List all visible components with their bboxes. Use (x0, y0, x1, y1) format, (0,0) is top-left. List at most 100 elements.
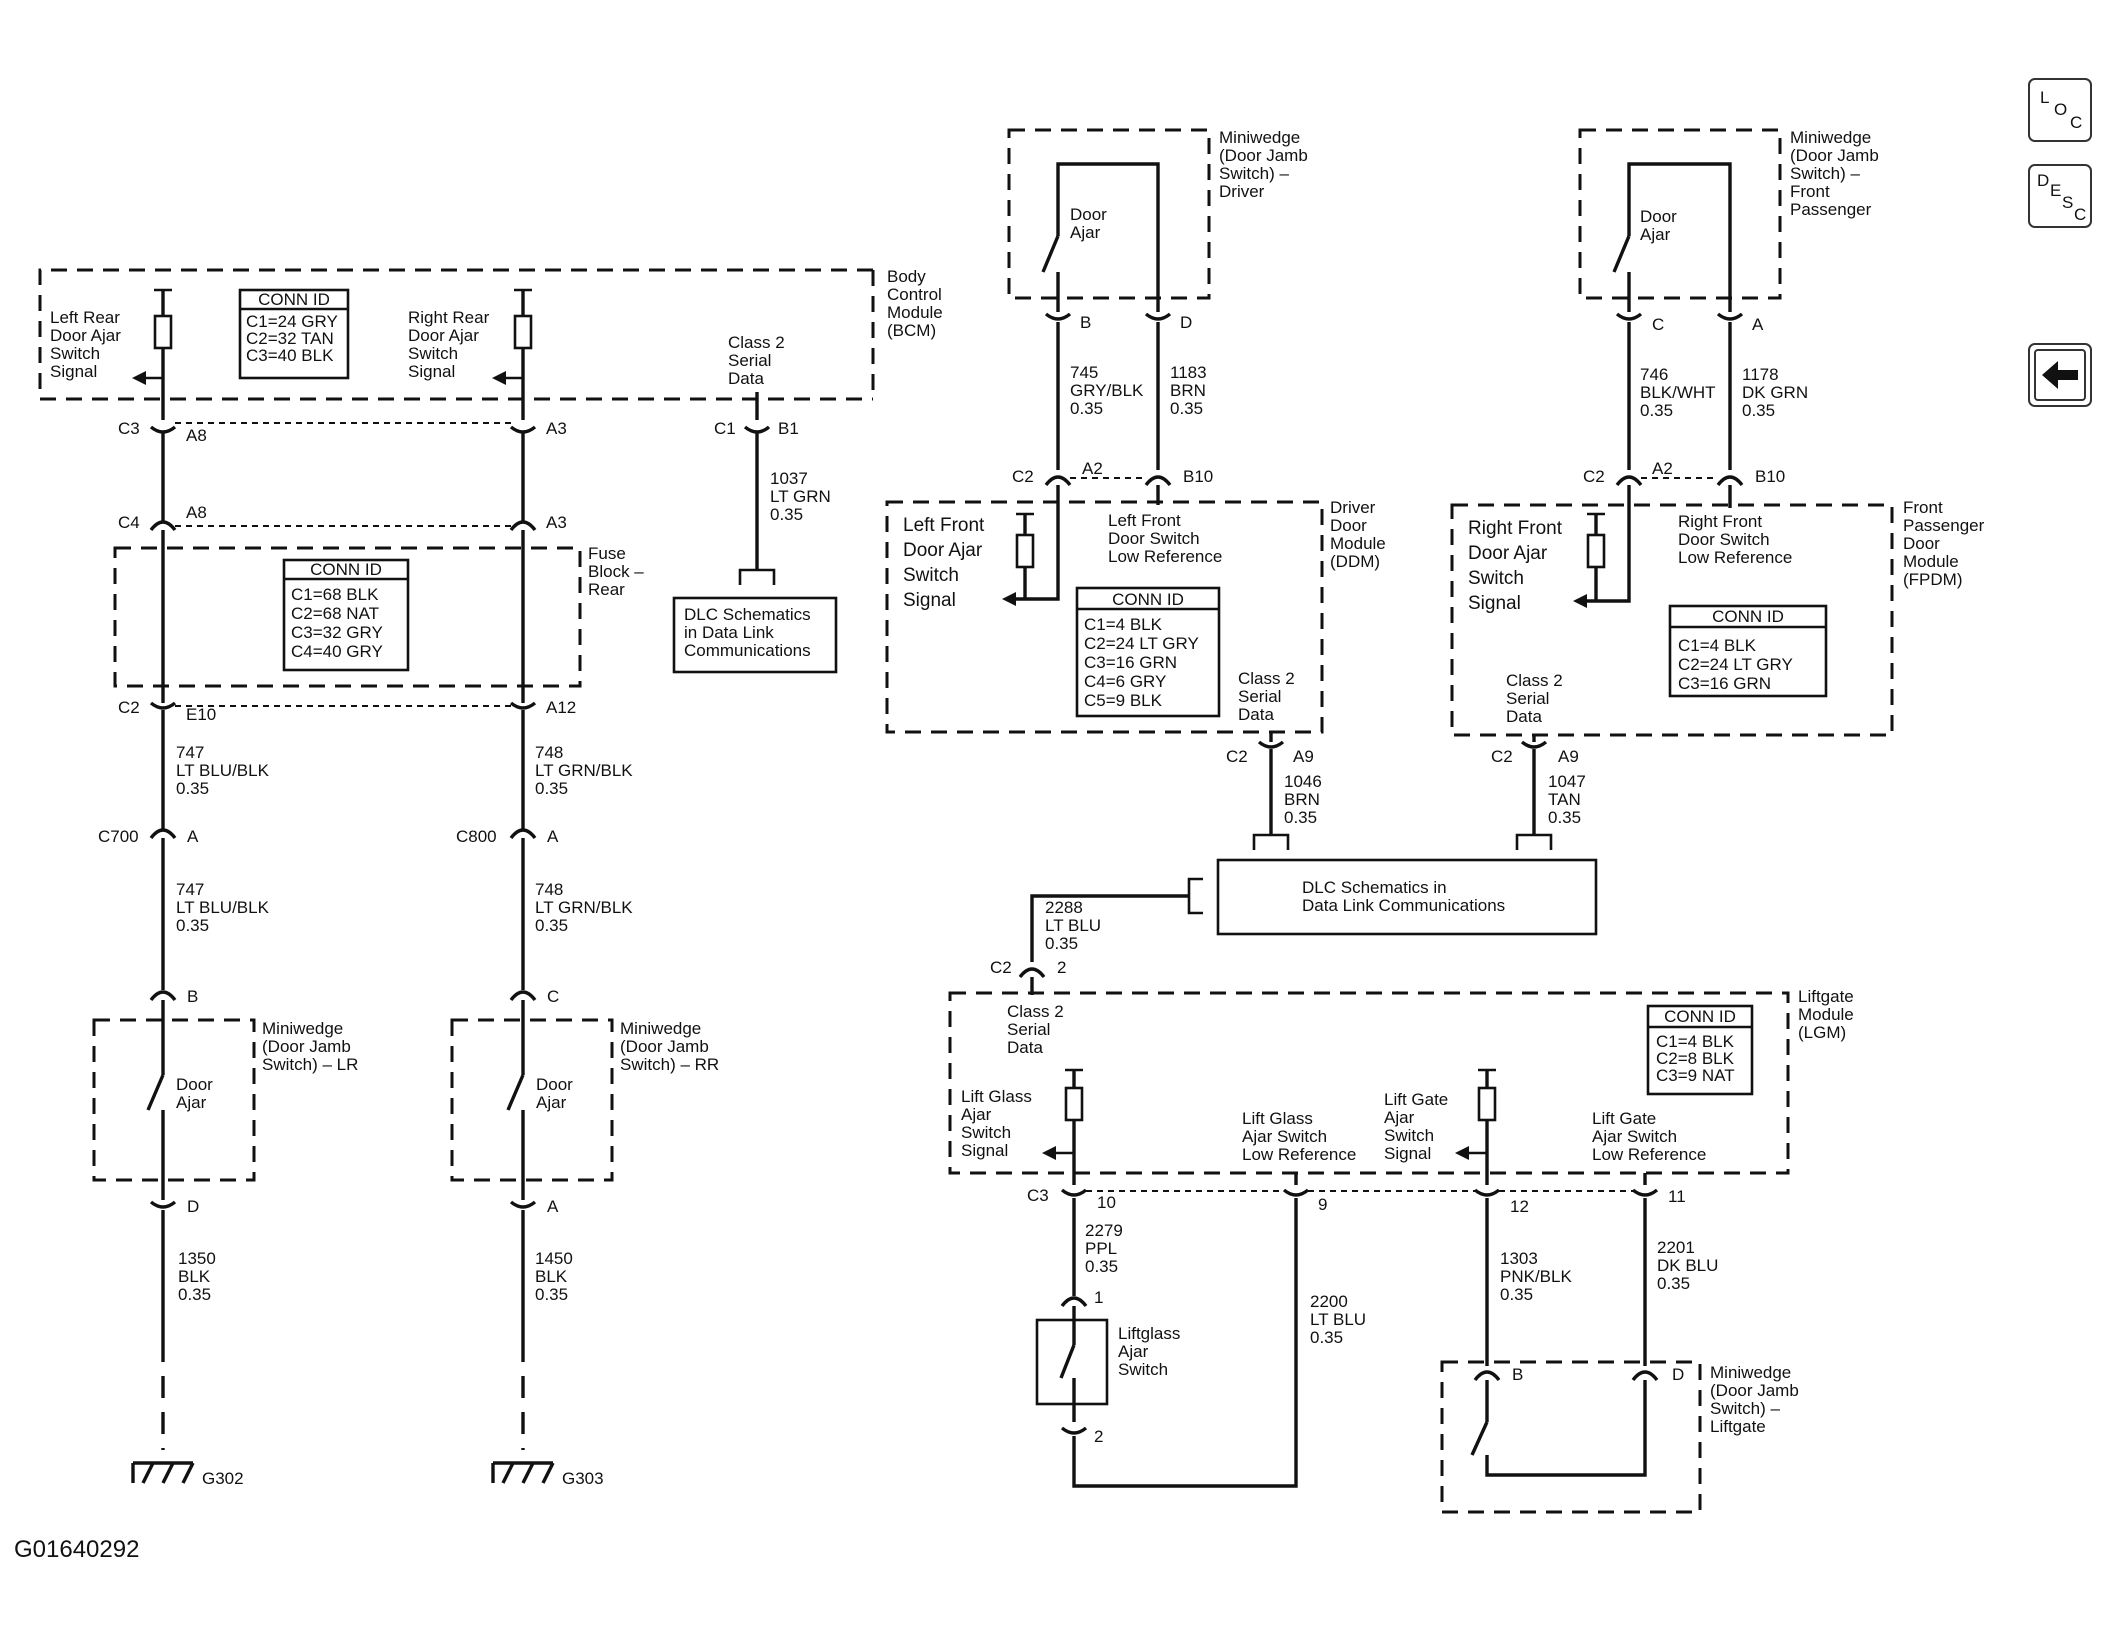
pin-lr-c4: C4 (118, 513, 140, 532)
ddm-module-outline (885, 500, 1324, 734)
bcm-conn-header: CONN ID (258, 290, 330, 309)
pin-fp-c2b: C2 (1491, 747, 1513, 766)
desc-letter-e: E (2050, 181, 2062, 200)
lgm-conn-header: CONN ID (1664, 1007, 1736, 1026)
bcm-left-pullup (132, 288, 173, 420)
pin-ddm-b: B (1080, 313, 1091, 332)
miniwedge-lr-outline (92, 1018, 256, 1182)
lgm-liftglass-pullup (1042, 1068, 1084, 1185)
back-arrow-icon (2042, 361, 2078, 389)
loc-letter-o: O (2054, 100, 2068, 119)
lgm-liftgate-pullup (1455, 1068, 1497, 1185)
back-arrow-frame (2034, 349, 2086, 401)
pin-fp-a9: A9 (1558, 747, 1579, 766)
ground-g302-icon (131, 1461, 195, 1484)
connector-lr-c3 (149, 425, 177, 434)
ground-g302: G302 (202, 1469, 244, 1488)
desc-letter-c: C (2074, 205, 2087, 224)
desc-button[interactable]: D E S C (2028, 164, 2092, 228)
pin-ddm-b10: B10 (1183, 467, 1213, 486)
bcm-module-outline (38, 268, 873, 401)
pin-lr-c3: C3 (118, 419, 140, 438)
miniwedge-fp-outline (1578, 128, 1782, 300)
pin-lr-d: D (187, 1197, 199, 1216)
dlc-box-2 (1216, 858, 1598, 936)
door-ajar-switch-rr (506, 1000, 525, 1200)
pin-rr-c: C (547, 987, 559, 1006)
pin-lr-a8b: A8 (186, 503, 207, 522)
desc-letter-s: S (2062, 193, 2074, 212)
pin-dlc-b1: B1 (778, 419, 799, 438)
ground-g303: G303 (562, 1469, 604, 1488)
bcm-right-pullup (492, 288, 533, 420)
liftglass-switch-body (1035, 1318, 1109, 1406)
ground-g303-icon (491, 1461, 555, 1484)
pin-fp-a: A (1752, 315, 1764, 334)
miniwedge-driver-outline (1007, 128, 1211, 300)
pin-lg-2: 2 (1094, 1427, 1103, 1446)
pin-ddm-c2b: C2 (1226, 747, 1248, 766)
desc-letter-d: D (2037, 171, 2050, 190)
pin-lr-c700: C700 (98, 827, 139, 846)
fuse-block-outline (113, 546, 582, 688)
dlc-box-1 (672, 596, 838, 674)
pin-lgd-b: B (1512, 1365, 1523, 1384)
pin-lr-e10: E10 (186, 705, 216, 724)
miniwedge-lg-outline (1440, 1360, 1702, 1514)
pin-fp-a2: A2 (1652, 459, 1673, 478)
pin-ddm-a9: A9 (1293, 747, 1314, 766)
pin-lgm-c3: C3 (1027, 1186, 1049, 1205)
pin-lr-b: B (187, 987, 198, 1006)
pin-lgd-d: D (1672, 1365, 1684, 1384)
ddm-pullup (1002, 485, 1060, 606)
pin-lr-a8a: A8 (186, 426, 207, 445)
pin-ddm-a2: A2 (1082, 459, 1103, 478)
figure-id: G01640292 (14, 1536, 140, 1563)
pin-ddm-c2: C2 (1012, 467, 1034, 486)
pin-lgm-9: 9 (1318, 1195, 1327, 1214)
loc-button[interactable]: L O C (2028, 78, 2092, 142)
loc-letter-l: L (2040, 88, 2050, 107)
pin-rr-a3a: A3 (546, 419, 567, 438)
pin-lr-a: A (187, 827, 199, 846)
back-button[interactable] (2028, 343, 2092, 407)
pin-lgm-10: 10 (1097, 1193, 1116, 1212)
lgm-conn-id-table (1646, 1004, 1754, 1096)
pin-rr-a12: A12 (546, 698, 576, 717)
